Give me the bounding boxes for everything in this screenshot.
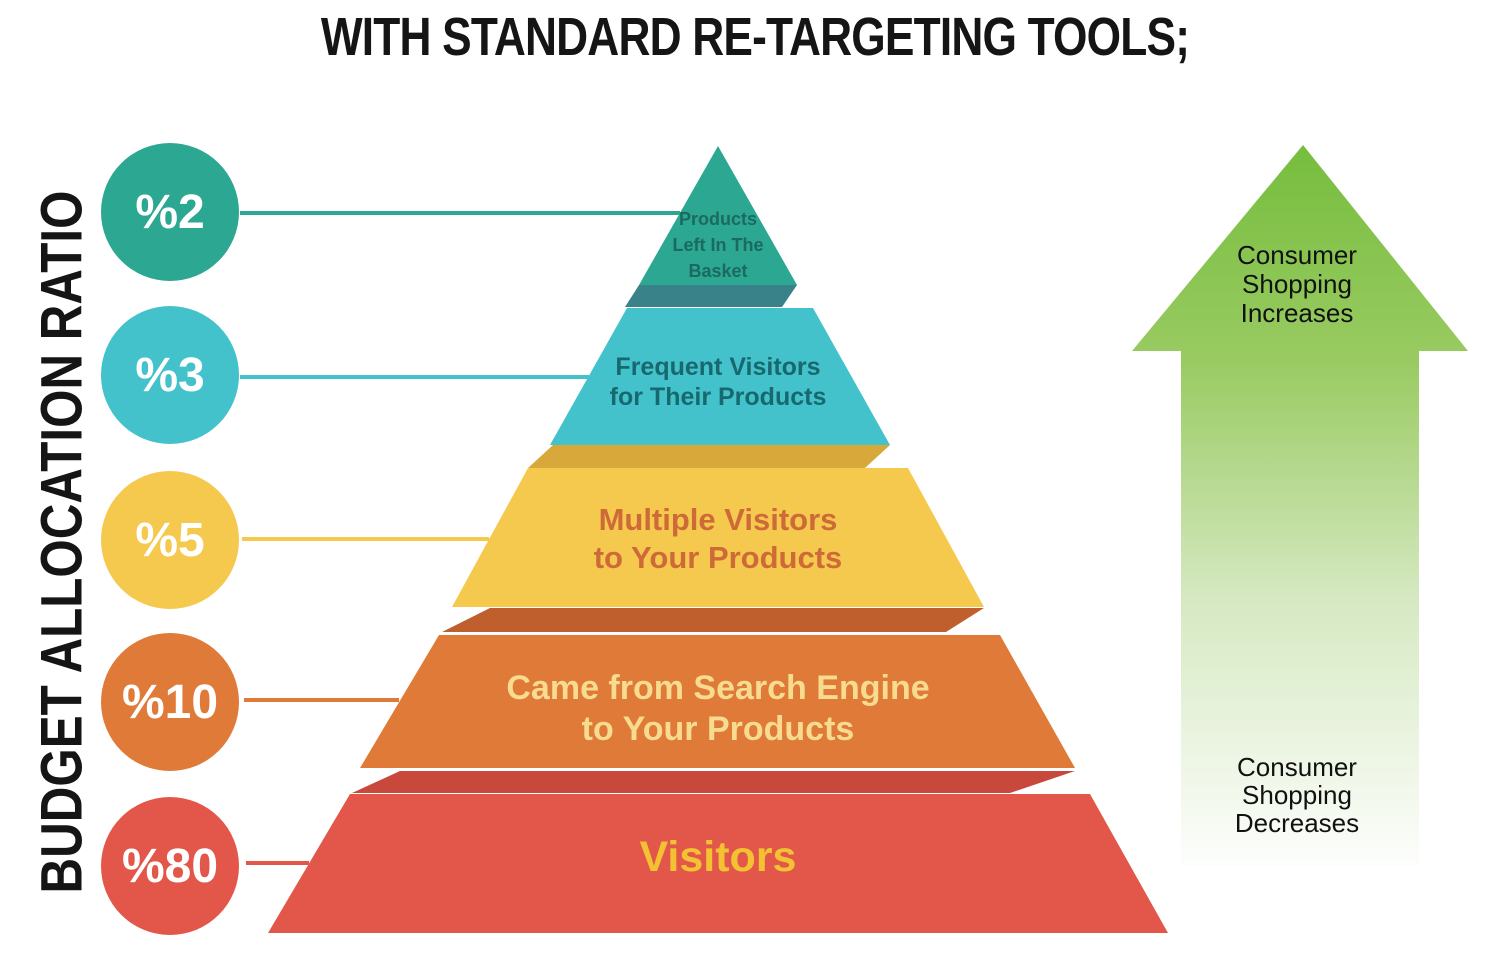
- budget-allocation-ratio-label: BUDGET ALLOCATION RATIO: [29, 190, 95, 894]
- tier-4-label-line: Came from Search Engine: [506, 669, 930, 707]
- arrow-bottom-label-line: Consumer: [1237, 752, 1357, 782]
- arrow-top-label-line: Increases: [1240, 298, 1354, 328]
- pyramid-tier-3-face: [452, 468, 984, 607]
- pyramid-tier-3-shadow-band: [442, 608, 984, 632]
- consumer-shopping-decreases-label: Consumer Shopping Decreases: [1197, 753, 1397, 837]
- ratio-badge-value: %2: [135, 185, 205, 239]
- growth-arrow-up-icon: [1132, 145, 1468, 866]
- pyramid-tier-1-face: [639, 146, 797, 285]
- ratio-badge-tier-2: %3: [101, 306, 239, 444]
- page-title: WITH STANDARD RE-TARGETING TOOLS;: [320, 7, 1190, 67]
- tier-2-label-line: Frequent Visitors: [615, 353, 821, 381]
- tier-3-label-line: to Your Products: [593, 540, 843, 575]
- ratio-badge-tier-1: %2: [101, 143, 239, 281]
- ratio-badge-value: %80: [121, 839, 219, 893]
- arrow-top-label-line: Shopping: [1242, 269, 1352, 299]
- ratio-badge-value: %10: [121, 675, 219, 729]
- tier-5-label-line: Visitors: [639, 833, 797, 881]
- ratio-badge-tier-5: %80: [101, 797, 239, 935]
- pyramid-tier-2-face: [550, 308, 890, 445]
- ratio-badge-tier-3: %5: [101, 471, 239, 609]
- pyramid-tier-2-shadow-band: [528, 445, 890, 468]
- pyramid-tier-5-face: [268, 794, 1168, 933]
- tier-1-label-line: Left In The: [672, 235, 764, 255]
- tier-4-label: Came from Search Engine to Your Products: [418, 668, 1018, 750]
- pyramid-tier-4-face: [360, 635, 1075, 768]
- tier-1-label: Products Left In The Basket: [618, 206, 818, 284]
- ratio-badge-tier-4: %10: [101, 633, 239, 771]
- arrow-bottom-label-line: Decreases: [1234, 808, 1360, 838]
- tier-4-label-line: to Your Products: [581, 710, 855, 748]
- tier-1-label-line: Basket: [688, 261, 748, 281]
- pyramid-tier-1-shadow-band: [625, 285, 797, 307]
- arrow-top-label-line: Consumer: [1237, 240, 1357, 270]
- tier-3-label-line: Multiple Visitors: [598, 502, 838, 537]
- tier-5-label: Visitors: [518, 833, 918, 881]
- arrow-bottom-label-line: Shopping: [1242, 780, 1352, 810]
- tier-2-label: Frequent Visitors for Their Products: [543, 352, 893, 412]
- ratio-badge-value: %3: [135, 348, 205, 402]
- tier-1-label-line: Products: [678, 209, 757, 229]
- tier-3-label: Multiple Visitors to Your Products: [493, 501, 943, 577]
- tier-2-label-line: for Their Products: [609, 383, 827, 411]
- ratio-badge-value: %5: [135, 513, 205, 567]
- pyramid-tier-4-shadow-band: [352, 771, 1075, 793]
- consumer-shopping-increases-label: Consumer Shopping Increases: [1197, 241, 1397, 328]
